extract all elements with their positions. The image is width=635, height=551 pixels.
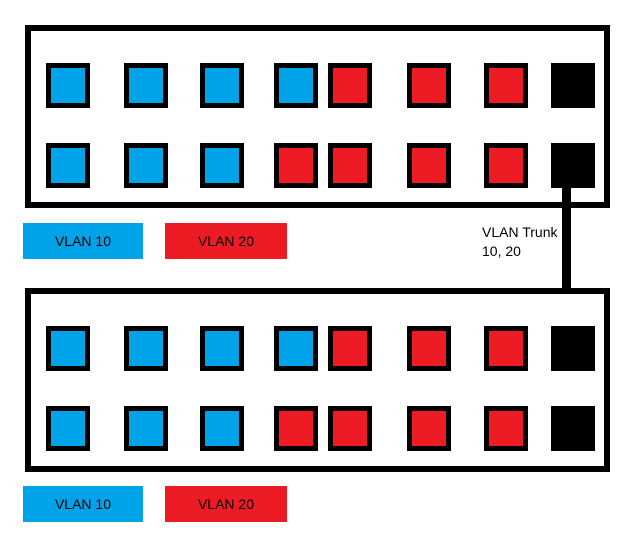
switch-port [407,143,451,188]
switch-port [274,63,318,108]
switch-port [274,143,318,188]
switch-port [274,406,318,451]
legend-vlan10-label: VLAN 10 [54,496,112,512]
legend-vlan20-label: VLAN 20 [197,233,255,249]
switch-port [407,406,451,451]
switch-port [200,326,244,371]
switch-port [484,63,528,108]
switch-port [328,63,372,108]
switch-port [46,143,90,188]
switch-port [274,326,318,371]
trunk-label: VLAN Trunk 10, 20 [482,223,557,261]
switch-port [46,63,90,108]
legend-vlan10-label: VLAN 10 [54,233,112,249]
switch-1 [25,25,610,208]
switch-port [124,63,168,108]
trunk-port [551,143,595,188]
switch-port [124,406,168,451]
switch-port [124,143,168,188]
legend-vlan20: VLAN 20 [165,486,287,522]
switch-port [124,326,168,371]
switch-port [200,406,244,451]
legend-vlan20: VLAN 20 [165,223,287,259]
switch-port [484,143,528,188]
trunk-port [551,326,595,371]
switch-port [46,406,90,451]
switch-port [407,326,451,371]
switch-port [46,326,90,371]
legend-vlan10: VLAN 10 [23,223,143,259]
switch-2 [25,288,610,472]
trunk-label-line1: VLAN Trunk [482,224,558,240]
trunk-port [551,406,595,451]
legend-vlan10: VLAN 10 [23,486,143,522]
trunk-cable [562,182,571,332]
switch-port [484,326,528,371]
switch-port [407,63,451,108]
switch-port [328,143,372,188]
switch-port [200,63,244,108]
switch-port [484,406,528,451]
switch-port [328,326,372,371]
legend-vlan20-label: VLAN 20 [197,496,255,512]
trunk-label-line2: 10, 20 [482,243,521,259]
trunk-port [551,63,595,108]
switch-port [328,406,372,451]
switch-port [200,143,244,188]
